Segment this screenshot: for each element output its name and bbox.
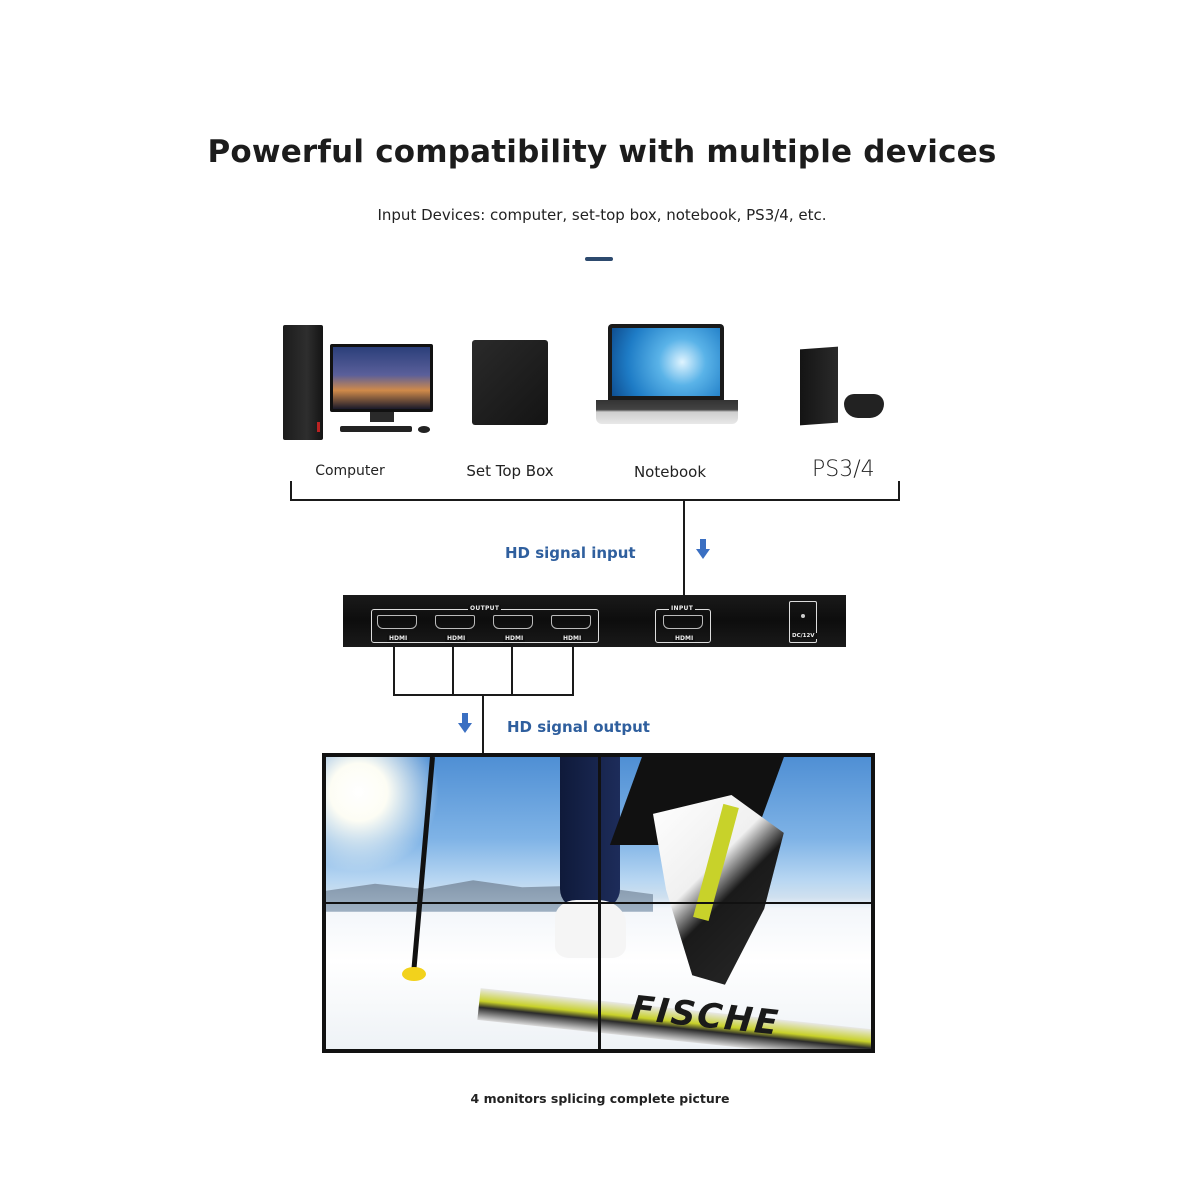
power-label: DC/12V — [790, 633, 817, 639]
device-label-notebook: Notebook — [633, 463, 707, 481]
video-wall-image: FISCHE — [326, 757, 871, 1049]
device-label-computer: Computer — [315, 463, 385, 479]
input-port-label: HDMI — [673, 635, 696, 642]
output-line-1 — [393, 647, 395, 695]
desktop-computer-icon — [283, 325, 323, 440]
laptop-icon — [608, 324, 724, 400]
monitor-stand — [370, 412, 394, 422]
output-port-label: HDMI — [561, 635, 584, 642]
output-line-2 — [452, 647, 454, 695]
monitor-bezel-horizontal — [326, 901, 871, 904]
mouse-icon — [418, 426, 430, 433]
output-port-label: HDMI — [387, 635, 410, 642]
input-port-group: INPUT — [655, 605, 711, 643]
bracket-bottom — [290, 499, 900, 501]
power-jack — [789, 601, 817, 643]
hd-signal-input-label: HD signal input — [505, 544, 636, 562]
output-drop-line — [482, 695, 484, 754]
bracket-right — [898, 481, 900, 500]
game-console-icon — [800, 346, 838, 426]
output-port-label: HDMI — [503, 635, 526, 642]
arrow-down-icon — [696, 539, 710, 559]
device-label-set-top-box: Set Top Box — [466, 462, 554, 480]
bracket-left — [290, 481, 292, 500]
hdmi-port-icon — [663, 615, 703, 629]
video-wall-caption: 4 monitors splicing complete picture — [470, 1091, 730, 1106]
monitor-icon — [330, 344, 433, 412]
device-label-ps: PS3/4 — [812, 457, 875, 482]
hd-signal-output-label: HD signal output — [507, 718, 650, 736]
video-wall: FISCHE — [322, 753, 875, 1053]
hdmi-port-icon — [377, 615, 417, 629]
input-group-label: INPUT — [669, 605, 696, 612]
page-subtitle: Input Devices: computer, set-top box, no… — [377, 206, 827, 224]
hdmi-port-icon — [493, 615, 533, 629]
hdmi-port-icon — [551, 615, 591, 629]
gamepad-icon — [844, 394, 884, 418]
hdmi-port-icon — [435, 615, 475, 629]
output-port-label: HDMI — [445, 635, 468, 642]
set-top-box-icon — [472, 340, 548, 425]
output-group-label: OUTPUT — [468, 605, 502, 612]
input-connector-line — [683, 500, 685, 596]
hdmi-splitter-device: OUTPUT HDMI HDMI HDMI HDMI INPUT HDMI DC… — [343, 595, 846, 647]
accent-divider — [585, 257, 613, 261]
output-port-group: OUTPUT — [371, 605, 599, 643]
arrow-down-icon — [458, 713, 472, 733]
output-line-4 — [572, 647, 574, 695]
output-line-3 — [511, 647, 513, 695]
laptop-base — [596, 400, 738, 424]
page-title: Powerful compatibility with multiple dev… — [207, 134, 997, 170]
power-jack-icon — [801, 614, 805, 618]
keyboard-icon — [340, 426, 412, 432]
